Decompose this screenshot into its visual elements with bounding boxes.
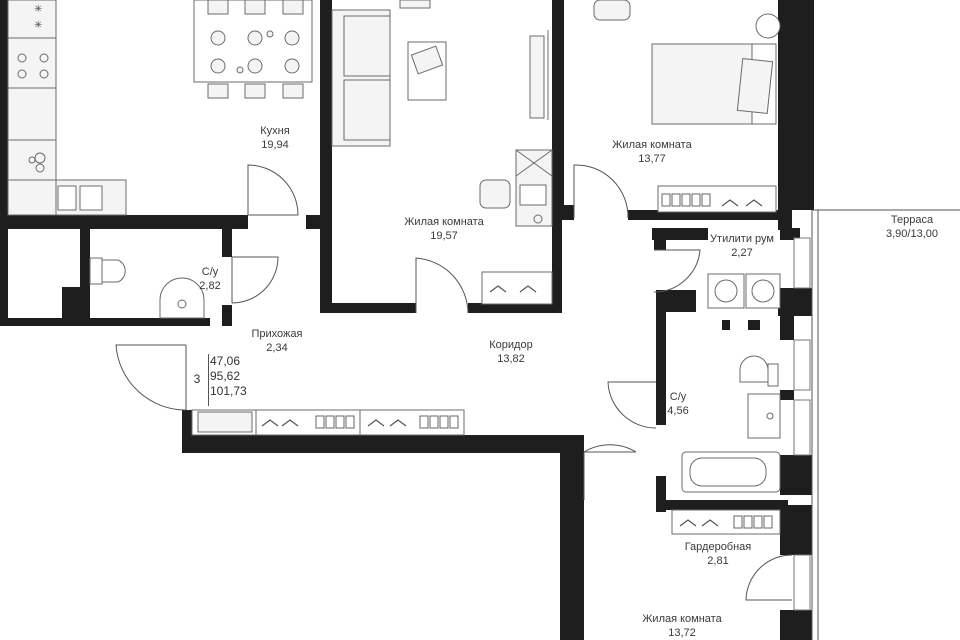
utility-fixtures xyxy=(707,273,781,309)
svg-text:✳: ✳ xyxy=(34,20,42,31)
living-area: 47,06 xyxy=(210,354,241,368)
utility-area: 2,27 xyxy=(731,247,753,259)
bathroom-1-area: 2,82 xyxy=(199,280,221,292)
kitchen-area: 19,94 xyxy=(261,139,289,151)
living-1-name: Жилая комната xyxy=(404,216,484,228)
room-label-corridor: Коридор 13,82 xyxy=(478,338,544,366)
bathroom-1-name: С/у xyxy=(201,266,219,278)
wardrobe-area: 2,81 xyxy=(707,555,729,567)
living-3-area: 13,72 xyxy=(668,627,696,639)
room-label-utility: Утилити рум 2,27 xyxy=(702,232,782,260)
corridor-area: 13,82 xyxy=(497,353,525,365)
svg-text:✳: ✳ xyxy=(34,4,42,15)
terrace-outline xyxy=(811,209,960,640)
bathroom-2-area: 4,56 xyxy=(667,405,689,417)
hallway-name: Прихожая xyxy=(251,328,303,340)
utility-name: Утилити рум xyxy=(710,233,774,245)
walls xyxy=(0,0,814,640)
living-2-name: Жилая комната xyxy=(612,139,692,151)
total-area-with-terrace: 101,73 xyxy=(210,384,247,398)
windows xyxy=(793,237,811,611)
bathroom-2-name: С/у xyxy=(669,391,687,403)
room-label-hallway: Прихожая 2,34 xyxy=(244,327,310,355)
room-label-living-2: Жилая комната 13,77 xyxy=(604,138,700,166)
room-label-kitchen: Кухня 19,94 xyxy=(244,124,306,152)
living-2-furniture xyxy=(593,0,781,213)
wardrobe-storage xyxy=(191,409,781,535)
doors xyxy=(115,164,793,601)
room-label-bathroom-2: С/у 4,56 xyxy=(658,390,698,418)
terrace-area: 3,90/13,00 xyxy=(886,228,938,240)
room-label-bathroom-1: С/у 2,82 xyxy=(190,265,230,293)
living-3-name: Жилая комната xyxy=(642,613,722,625)
kitchen-name: Кухня xyxy=(260,125,290,137)
terrace-name: Терраса xyxy=(890,214,934,226)
hallway-area: 2,34 xyxy=(266,342,288,354)
total-area: 95,62 xyxy=(210,369,241,383)
shelf-boxes xyxy=(315,193,773,529)
corridor-name: Коридор xyxy=(489,339,533,351)
living-1-furniture xyxy=(331,0,553,305)
summary-divider xyxy=(208,354,209,406)
kitchen-furniture xyxy=(7,0,313,216)
bathroom-2-fixtures xyxy=(681,355,781,493)
living-2-area: 13,77 xyxy=(638,153,666,165)
stove-marks: ✳✳ xyxy=(34,4,42,31)
apartment-summary: 3 47,06 95,62 101,73 xyxy=(186,352,256,408)
bathroom-1-fixtures xyxy=(89,257,205,319)
room-label-living-1: Жилая комната 19,57 xyxy=(396,215,492,243)
rooms-count: 3 xyxy=(193,372,201,386)
hanger-icons xyxy=(261,199,763,527)
room-label-wardrobe: Гардеробная 2,81 xyxy=(676,540,760,568)
living-1-area: 19,57 xyxy=(430,230,458,242)
area-list: 47,06 95,62 101,73 xyxy=(210,354,247,399)
room-label-living-3: Жилая комната 13,72 xyxy=(634,612,730,640)
wardrobe-name: Гардеробная xyxy=(684,541,752,553)
room-label-terrace: Терраса 3,90/13,00 xyxy=(874,213,950,241)
